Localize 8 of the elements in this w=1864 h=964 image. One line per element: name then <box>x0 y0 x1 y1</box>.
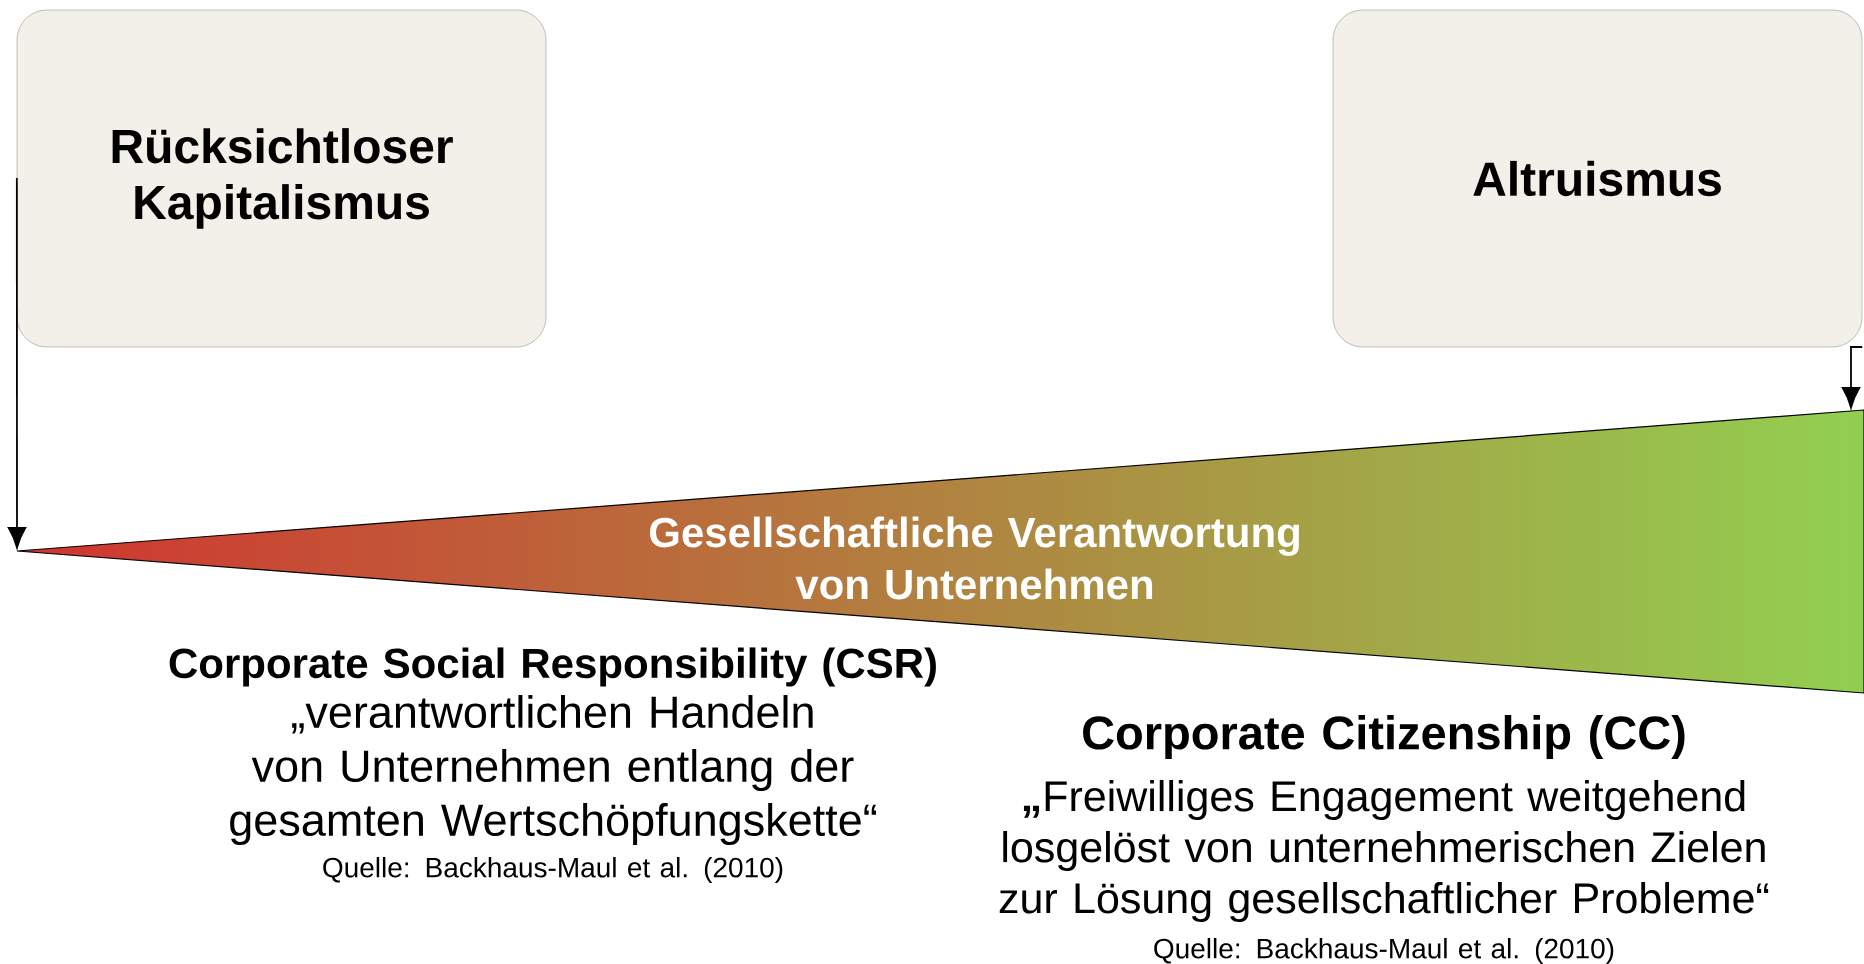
source: Quelle: Backhaus-Maul et al. (2010) <box>323 856 783 884</box>
arrow <box>7 177 27 549</box>
concept-box: Altruismus <box>1332 9 1863 348</box>
heading: Corporate Social Responsibility (CSR) <box>169 647 936 687</box>
source: Quelle: Backhaus-Maul et al. (2010) <box>1154 937 1614 964</box>
arrow <box>1841 346 1864 409</box>
concept-box: Rücksichtloser Kapitalismus <box>16 9 547 348</box>
quote: „Freiwilliges Engagement weitgehend losgelöst von unternehmerischen Zielen zur Lösung gesellschaftlicher Probleme“ <box>999 779 1769 923</box>
